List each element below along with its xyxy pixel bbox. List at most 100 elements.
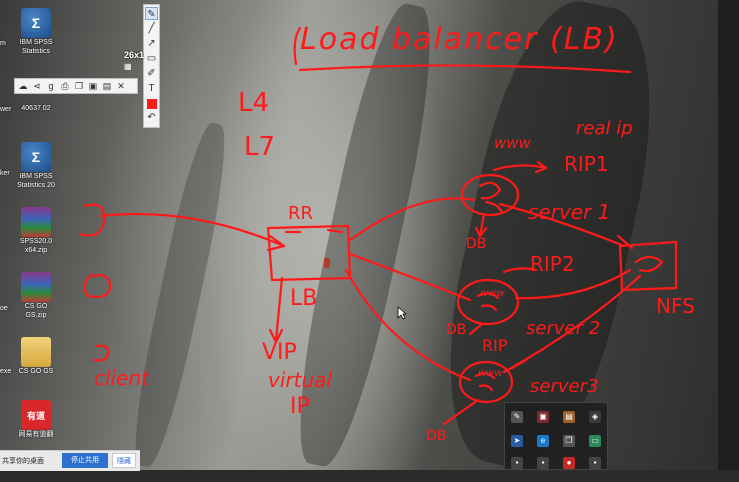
folder-icon xyxy=(21,337,51,367)
winrar-icon xyxy=(21,207,51,237)
db3-annotation: DB xyxy=(426,428,447,444)
server3-swirl xyxy=(474,372,496,392)
nfs-swirl xyxy=(634,255,664,273)
app-tray-icon[interactable]: ▣ xyxy=(537,411,549,423)
client-to-lb-arrow xyxy=(98,212,286,248)
save-as-icon[interactable]: ▤ xyxy=(102,81,112,91)
clipped-label: ker xyxy=(0,170,10,177)
spss-icon: Σ xyxy=(21,8,51,38)
icon-label: 40637 02 xyxy=(21,105,51,112)
mouse-cursor-icon xyxy=(397,306,407,320)
spss-desktop-icon[interactable]: Σ IBM SPSS Statistics 20 xyxy=(16,142,56,190)
record-tray-icon[interactable]: ● xyxy=(563,457,575,469)
client-scribble xyxy=(83,274,112,298)
arrow-head xyxy=(266,234,286,252)
pen-icon[interactable]: ✎ xyxy=(145,7,158,20)
selection-size: 26x1 xyxy=(124,50,145,60)
server1-to-nfs-line xyxy=(498,202,626,248)
spss-desktop-icon[interactable]: Σ IBM SPSS Statistics xyxy=(16,8,56,56)
server3-annotation: server3 xyxy=(530,376,599,397)
climber-figure xyxy=(324,258,330,268)
rar-desktop-icon[interactable]: SPSS20.0 x64.zip xyxy=(16,207,56,255)
cloud-upload-icon[interactable]: ☁ xyxy=(18,81,28,91)
hide-button[interactable]: 隱藏 xyxy=(112,453,136,468)
server2-to-db-line xyxy=(468,322,484,336)
print-icon[interactable]: ⎙ xyxy=(61,81,69,91)
screen-share-bar: 共享你的桌面 停止共用 隱藏 xyxy=(0,450,140,471)
icon-label: 网易有道翻 xyxy=(18,431,54,438)
file-desktop-icon[interactable]: 40637 02 xyxy=(16,104,56,113)
app-tray-icon[interactable]: ▪ xyxy=(589,457,601,469)
server1-swirl xyxy=(478,181,504,214)
www2-annotation: www xyxy=(480,288,505,299)
capture-toolbar: ☁ ⋖ g ⎙ ❐ ▣ ▤ ✕ xyxy=(14,78,138,94)
arrow-head xyxy=(534,160,548,174)
db2-annotation: DB xyxy=(446,322,467,338)
icon-label: GS.zip xyxy=(25,312,47,319)
stop-sharing-button[interactable]: 停止共用 xyxy=(62,453,108,468)
line-icon[interactable]: ╱ xyxy=(148,23,155,34)
icon-label: Statistics 20 xyxy=(17,182,55,189)
client-annotation: client xyxy=(94,366,149,390)
close-icon[interactable]: ✕ xyxy=(117,81,125,91)
client-scribble xyxy=(92,344,110,362)
icon-label: x64.zip xyxy=(24,247,48,254)
tray-overflow-popup: ✎ ▣ ▤ ◈ ➤ e ❐ ▭ ▪ ▪ ● ▪ xyxy=(504,402,608,470)
rectangle-icon[interactable]: ▭ xyxy=(146,53,157,64)
l7-annotation: L7 xyxy=(244,132,276,162)
clipped-label: wer xyxy=(0,106,12,113)
arrow-icon[interactable]: ↗ xyxy=(147,38,156,49)
right-edge-panel xyxy=(718,0,739,470)
server2-annotation: server 2 xyxy=(526,318,601,339)
text-icon[interactable]: T xyxy=(148,83,155,94)
real-ip-annotation: real ip xyxy=(576,118,633,139)
lb-to-server1-line xyxy=(348,197,476,242)
server2-circle xyxy=(456,278,520,326)
nfs-box xyxy=(618,240,678,292)
www3-annotation: www xyxy=(478,368,503,379)
telegram-tray-icon[interactable]: ➤ xyxy=(511,435,523,447)
annotation-toolbar: ✎ ╱ ↗ ▭ ✐ T ↶ xyxy=(143,4,160,128)
server1-to-db-line xyxy=(478,212,486,238)
server2-swirl xyxy=(476,292,500,312)
google-icon[interactable]: g xyxy=(48,81,54,91)
spss-icon: Σ xyxy=(21,142,51,172)
rr-annotation: RR xyxy=(288,203,314,224)
pen-tray-icon[interactable]: ✎ xyxy=(511,411,523,423)
icon-label: Statistics xyxy=(21,48,50,55)
edge-tray-icon[interactable]: e xyxy=(537,435,549,447)
window-tray-icon[interactable]: ❐ xyxy=(563,435,575,447)
ip-annotation: IP xyxy=(290,394,310,419)
app-tray-icon[interactable]: ▪ xyxy=(511,457,523,469)
icon-label: SPSS20.0 xyxy=(19,238,53,245)
server1-annotation: server 1 xyxy=(528,200,611,224)
icon-label: CS GO xyxy=(24,303,48,310)
lb-box xyxy=(266,224,352,282)
rip2-annotation: RIP2 xyxy=(530,252,575,276)
folder-desktop-icon[interactable]: CS GO GS xyxy=(16,337,56,376)
app-tray-icon[interactable]: ◈ xyxy=(589,411,601,423)
color-swatch[interactable] xyxy=(146,99,157,109)
rar-desktop-icon[interactable]: CS GO GS.zip xyxy=(16,272,56,320)
copy-icon[interactable]: ❐ xyxy=(74,81,84,91)
server3-to-db-line xyxy=(442,398,480,426)
client-scribble xyxy=(78,203,106,237)
marker-icon[interactable]: ✐ xyxy=(147,68,156,79)
app-tray-icon[interactable]: ▪ xyxy=(537,457,549,469)
icon-label: IBM SPSS xyxy=(19,39,53,46)
undo-icon[interactable]: ↶ xyxy=(147,112,156,123)
title-underline xyxy=(298,64,632,74)
ink-annotations xyxy=(78,26,678,426)
display-tray-icon[interactable]: ▭ xyxy=(589,435,601,447)
vip-annotation: VIP xyxy=(262,340,297,365)
server1-circle xyxy=(460,173,520,217)
title-annotation: Load balancer (LB) xyxy=(300,22,619,57)
youdao-desktop-icon[interactable]: 有道 网易有道翻 xyxy=(16,400,56,439)
share-icon[interactable]: ⋖ xyxy=(33,81,41,91)
title-bracket xyxy=(293,26,302,66)
save-icon[interactable]: ▣ xyxy=(88,81,98,91)
app-tray-icon[interactable]: ▤ xyxy=(563,411,575,423)
server3-tick xyxy=(510,358,528,370)
server3-circle xyxy=(458,360,514,404)
server2-to-rip2-arrow xyxy=(502,267,538,274)
